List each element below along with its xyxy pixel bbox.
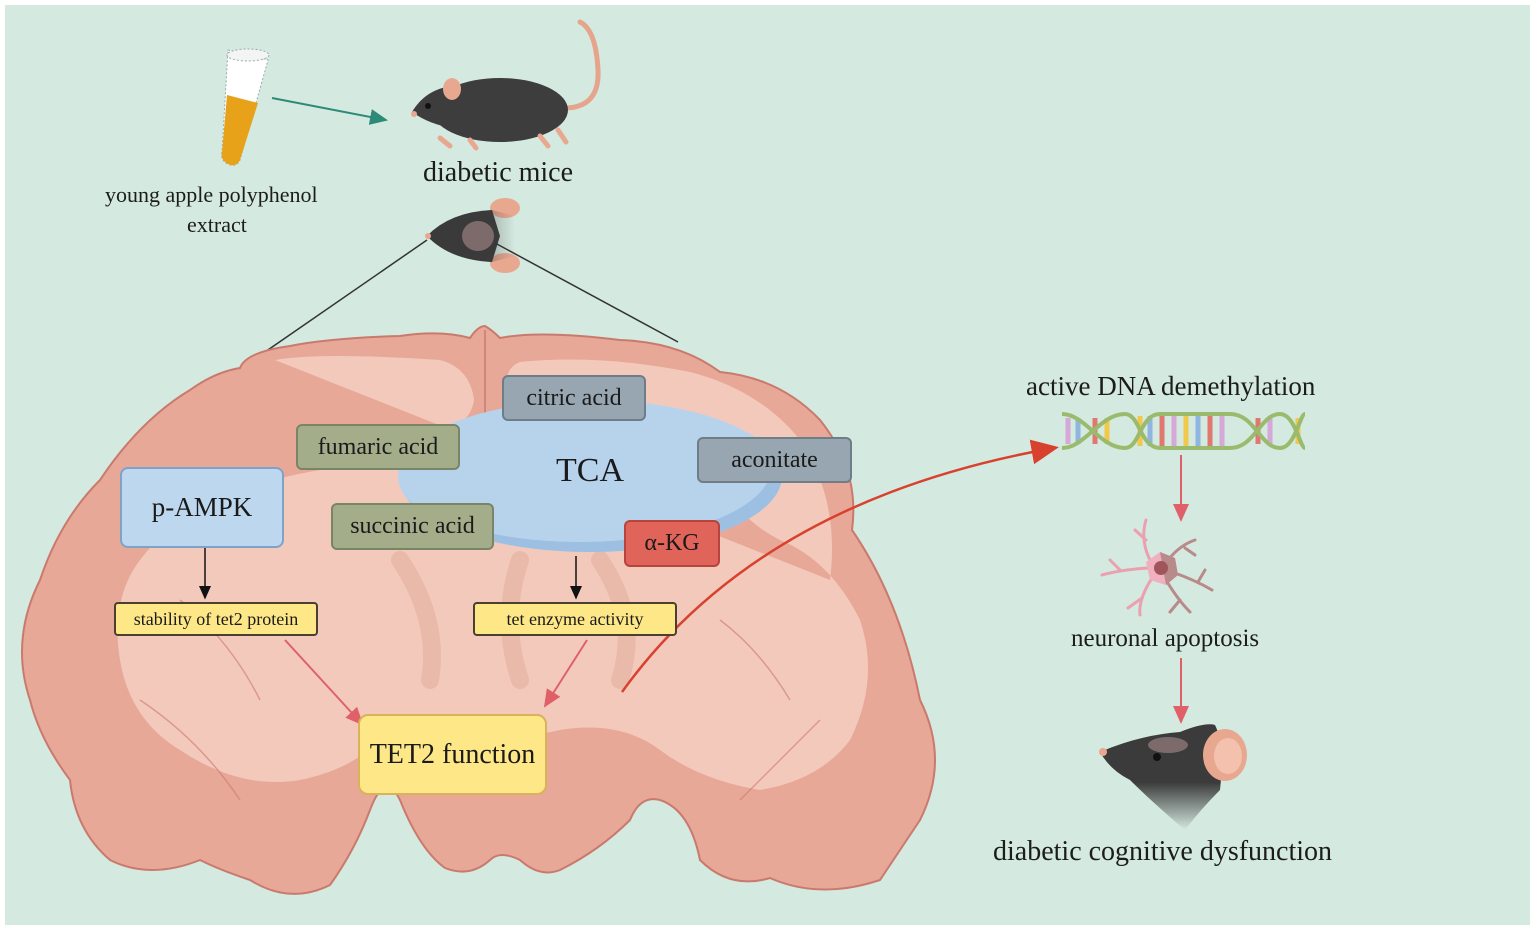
tet2-stability-box: stability of tet2 protein [114, 602, 318, 636]
dna-demethylation-label: active DNA demethylation [1026, 371, 1316, 401]
neuronal-apoptosis-label: neuronal apoptosis [1071, 625, 1260, 652]
aconitate-box: aconitate [697, 437, 852, 483]
tca-label: TCA [556, 452, 624, 489]
neuron-icon [1100, 518, 1214, 617]
tet-enzyme-activity-box: tet enzyme activity [473, 602, 677, 636]
tet2-function-box: TET2 function [358, 714, 547, 795]
dosing-arrow [271, 97, 388, 125]
alpha-kg-box: α-KG [624, 520, 720, 567]
extract-label: young apple polyphenol [105, 182, 318, 207]
arrow-enzyme-to-tet2 [543, 639, 588, 708]
p-ampk-box: p-AMPK [120, 467, 284, 548]
mouse-head-icon [1099, 724, 1247, 830]
cognitive-dysfunction-label: diabetic cognitive dysfunction [993, 836, 1333, 867]
diabetic-mice-label: diabetic mice [423, 157, 574, 188]
zoom-line-right [494, 242, 679, 343]
mouse-icon [411, 19, 601, 151]
test-tube-icon [221, 48, 270, 166]
succinic-acid-box: succinic acid [331, 503, 494, 550]
fumaric-acid-box: fumaric acid [296, 424, 460, 470]
mouse-top-view-icon [425, 198, 520, 273]
extract-label-line2: extract [187, 212, 247, 237]
arrow-stability-to-tet2 [284, 639, 364, 726]
citric-acid-box: citric acid [502, 375, 646, 421]
arrow-tet2-to-dna-demethylation [620, 439, 1059, 693]
dna-helix-icon [1061, 411, 1307, 451]
